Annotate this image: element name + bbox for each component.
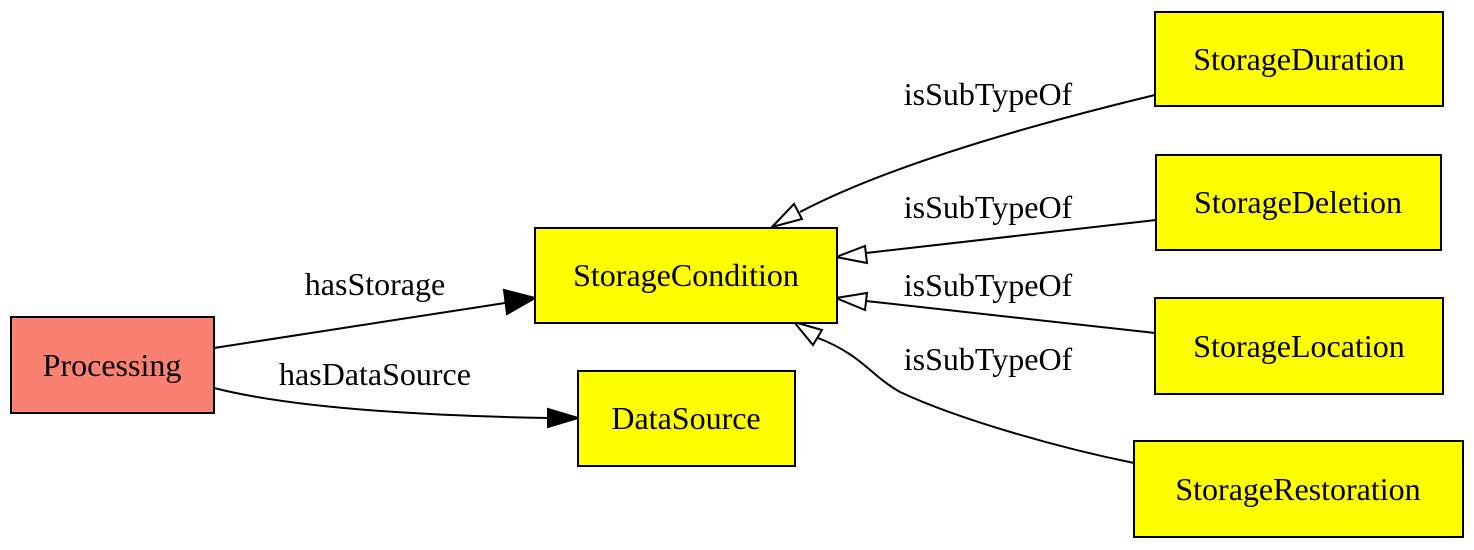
edge-has-data-source-line bbox=[213, 387, 549, 419]
node-storage-location-box bbox=[1154, 297, 1444, 395]
node-data-source[interactable]: DataSource bbox=[577, 370, 796, 467]
node-storage-duration-label: StorageDuration bbox=[1193, 41, 1405, 77]
node-storage-deletion-box bbox=[1155, 154, 1442, 251]
edge-deletion-subtype: isSubTypeOf bbox=[832, 189, 1157, 265]
hollow-arrow-head-icon bbox=[791, 320, 824, 347]
node-storage-location-label: StorageLocation bbox=[1193, 328, 1404, 364]
edge-label-location-subtype: isSubTypeOf bbox=[904, 267, 1073, 303]
hollow-arrow-head-icon bbox=[832, 291, 869, 312]
node-storage-condition-box bbox=[534, 227, 838, 324]
node-storage-condition[interactable]: StorageCondition bbox=[534, 227, 838, 324]
arrow-head-icon bbox=[547, 407, 582, 429]
node-storage-restoration-box bbox=[1133, 440, 1464, 538]
edge-duration-subtype-line bbox=[799, 94, 1156, 213]
edge-deletion-subtype-line bbox=[865, 219, 1157, 254]
edge-label-restoration-subtype: isSubTypeOf bbox=[904, 341, 1073, 377]
edge-location-subtype-line bbox=[865, 300, 1156, 334]
node-storage-duration-box bbox=[1154, 11, 1444, 107]
node-storage-duration[interactable]: StorageDuration bbox=[1154, 11, 1444, 107]
node-storage-restoration-label: StorageRestoration bbox=[1175, 471, 1420, 507]
node-storage-deletion-label: StorageDeletion bbox=[1194, 184, 1402, 220]
edge-label-deletion-subtype: isSubTypeOf bbox=[904, 189, 1073, 225]
edge-location-subtype: isSubTypeOf bbox=[832, 267, 1156, 334]
hollow-arrow-head-icon bbox=[832, 244, 869, 265]
node-storage-deletion[interactable]: StorageDeletion bbox=[1155, 154, 1442, 251]
arrow-head-icon bbox=[502, 288, 538, 316]
node-data-source-box bbox=[577, 370, 796, 467]
edge-has-storage: hasStorage bbox=[213, 266, 538, 349]
node-data-source-label: DataSource bbox=[611, 400, 760, 436]
node-storage-condition-label: StorageCondition bbox=[573, 257, 799, 293]
edge-has-storage-line bbox=[213, 302, 506, 349]
node-processing-label: Processing bbox=[43, 347, 182, 383]
edge-label-duration-subtype: isSubTypeOf bbox=[904, 76, 1073, 112]
edge-restoration-subtype-line bbox=[817, 337, 1135, 464]
edge-label-has-data-source: hasDataSource bbox=[279, 356, 471, 392]
node-storage-location[interactable]: StorageLocation bbox=[1154, 297, 1444, 395]
hollow-arrow-head-icon bbox=[768, 202, 804, 229]
edge-has-data-source: hasDataSource bbox=[213, 356, 582, 429]
edge-restoration-subtype: isSubTypeOf bbox=[791, 320, 1135, 464]
edge-duration-subtype: isSubTypeOf bbox=[768, 76, 1156, 229]
node-processing-box bbox=[10, 316, 215, 414]
node-processing[interactable]: Processing bbox=[10, 316, 215, 414]
edge-label-has-storage: hasStorage bbox=[305, 266, 445, 302]
node-storage-restoration[interactable]: StorageRestoration bbox=[1133, 440, 1464, 538]
